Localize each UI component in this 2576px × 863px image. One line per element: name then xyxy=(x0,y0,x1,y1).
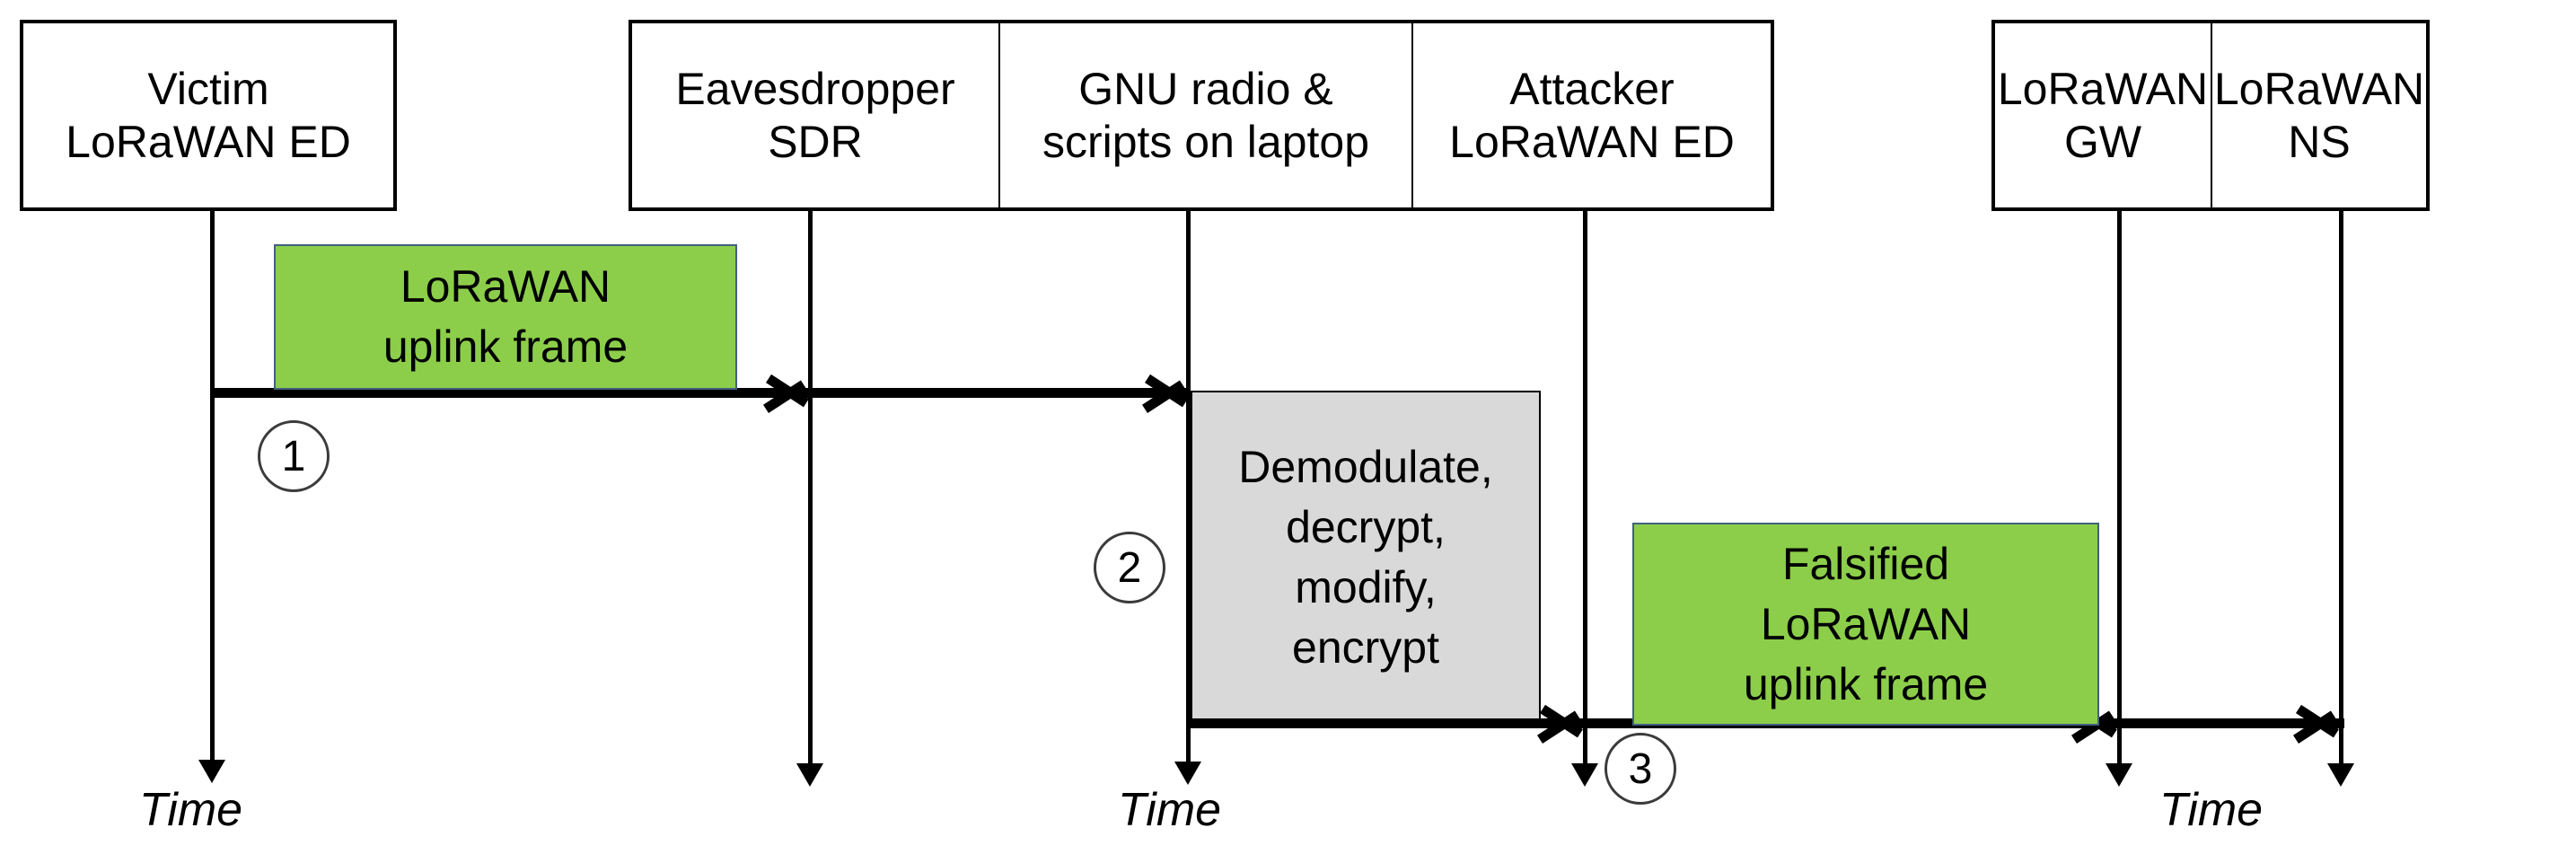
lifeline-lorawan-ns xyxy=(2339,211,2343,770)
participant-attacker-ed: Attacker LoRaWAN ED xyxy=(1411,20,1774,211)
step-marker-3: 3 xyxy=(1605,733,1676,805)
note-label: Falsified LoRaWAN uplink frame xyxy=(1743,538,1989,709)
lifeline-lorawan-gw xyxy=(2117,211,2122,770)
participant-label: Attacker LoRaWAN ED xyxy=(1449,63,1735,167)
participant-lorawan-gw: LoRaWAN GW xyxy=(1991,20,2212,211)
step-number: 2 xyxy=(1117,543,1142,592)
message-arrowhead-at-laptop xyxy=(1147,368,1189,418)
participant-label: Victim LoRaWAN ED xyxy=(66,63,351,167)
message-line-uplink xyxy=(210,388,1191,398)
step-number: 3 xyxy=(1628,744,1653,793)
time-caption-victim: Time xyxy=(139,783,242,837)
participant-lorawan-ns: LoRaWAN NS xyxy=(2211,20,2430,211)
time-caption-laptop: Time xyxy=(1118,783,1221,837)
participant-label: LoRaWAN NS xyxy=(2213,63,2425,167)
message-arrowhead-at-ns xyxy=(2299,699,2340,749)
note-falsified-uplink-frame: Falsified LoRaWAN uplink frame xyxy=(1632,523,2099,726)
participant-label: Eavesdropper SDR xyxy=(675,63,955,167)
lifeline-arrowhead-eavesdropper-sdr xyxy=(796,763,823,787)
note-processing-block: Demodulate, decrypt, modify, encrypt xyxy=(1191,391,1541,724)
participant-eavesdropper-sdr: Eavesdropper SDR xyxy=(629,20,1000,211)
participant-label: GNU radio & scripts on laptop xyxy=(1042,63,1370,167)
message-arrowhead-at-eavesdropper xyxy=(769,368,810,418)
lifeline-victim-ed xyxy=(210,211,215,766)
lifeline-eavesdropper-sdr xyxy=(808,211,813,770)
lifeline-arrowhead-victim-ed xyxy=(198,760,225,783)
time-label-text: Time xyxy=(139,784,243,836)
lifeline-arrowhead-lorawan-gw xyxy=(2106,763,2132,787)
note-lorawan-uplink-frame: LoRaWAN uplink frame xyxy=(274,244,737,390)
participant-gnu-radio-laptop: GNU radio & scripts on laptop xyxy=(998,20,1413,211)
participant-victim-ed: Victim LoRaWAN ED xyxy=(20,20,397,211)
message-arrowhead-at-attacker xyxy=(1543,699,1584,749)
time-caption-network: Time xyxy=(2159,783,2263,837)
lifeline-attacker-ed xyxy=(1583,211,1587,770)
participant-label: LoRaWAN GW xyxy=(1997,63,2209,167)
lifeline-gnu-radio-laptop xyxy=(1186,211,1191,768)
lifeline-arrowhead-attacker-ed xyxy=(1571,763,1598,787)
time-label-text: Time xyxy=(1118,784,1222,836)
step-number: 1 xyxy=(281,432,306,480)
lifeline-arrowhead-gnu-radio-laptop xyxy=(1174,762,1201,785)
time-label-text: Time xyxy=(2159,784,2264,836)
lifeline-arrowhead-lorawan-ns xyxy=(2327,763,2354,787)
step-marker-2: 2 xyxy=(1094,532,1165,603)
step-marker-1: 1 xyxy=(258,420,330,492)
note-label: LoRaWAN uplink frame xyxy=(382,261,629,372)
note-label: Demodulate, decrypt, modify, encrypt xyxy=(1238,441,1493,673)
